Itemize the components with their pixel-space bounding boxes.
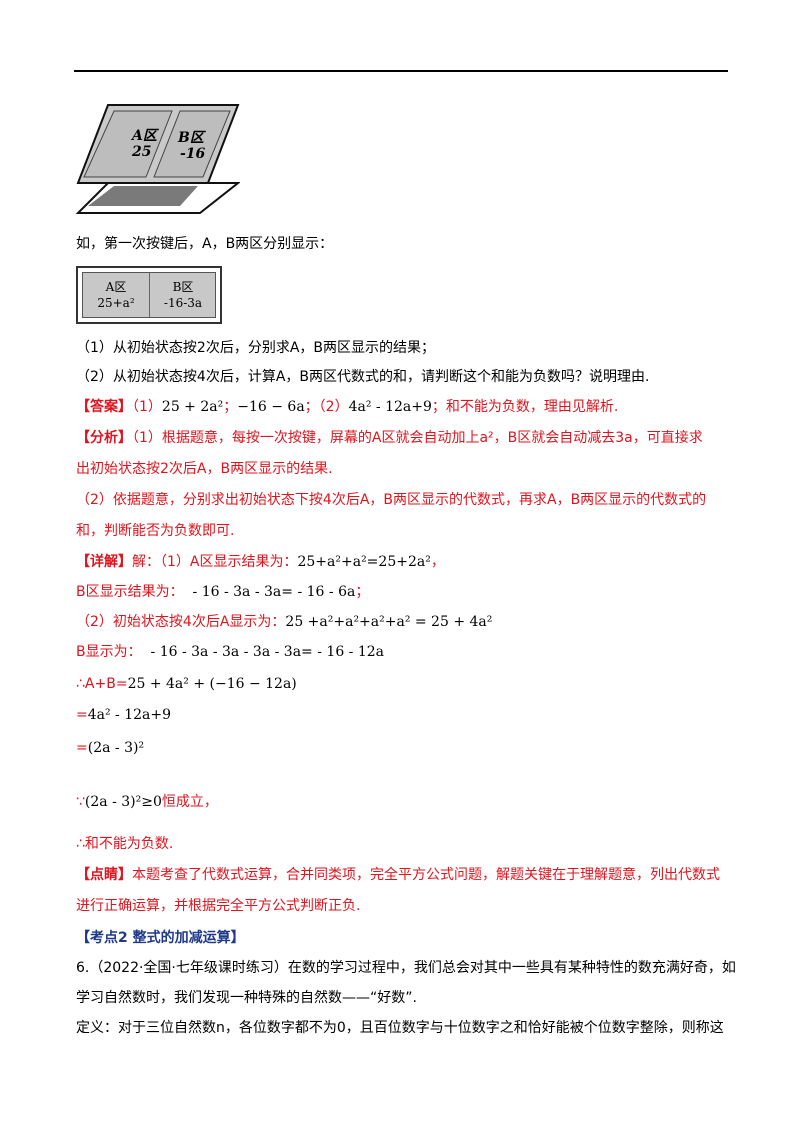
detail-math-2: - 16 - 3a - 3a= - 16 - 6a [192, 584, 356, 600]
problem-6-line-1: 6.（2022·全国·七年级课时练习）在数的学习过程中，我们总会对其中一些具有某… [76, 960, 736, 976]
figure-a-value: 25 [132, 144, 152, 160]
calculator-figure [75, 104, 240, 214]
detail-line-3: （2）初始状态按4次后A显示为：25 +a²+a²+a²+a² = 25 + 4… [76, 612, 492, 632]
answer-part1: （1） [132, 399, 162, 415]
detail-line-9: ∴和不能为负数. [76, 836, 174, 852]
detail-text-8b: 恒成立， [161, 794, 218, 810]
display-b-label: B区 [172, 280, 194, 294]
answer-b1: −16 − 6a [237, 399, 305, 415]
analysis-tag: 【分析】 [76, 430, 132, 446]
detail-line-2: B区显示结果为： - 16 - 3a - 3a= - 16 - 6a； [76, 582, 369, 602]
detail-punct-2: ； [355, 584, 370, 600]
display-a-label: A区 [105, 280, 127, 294]
answer-expr2: 4a² - 12a+9 [348, 399, 432, 415]
detail-tag: 【详解】 [76, 554, 132, 570]
detail-line-8: ∵(2a - 3)²≥0恒成立， [76, 792, 218, 812]
display-b-value: -16-3a [163, 296, 203, 310]
detail-text-1: 解：（1）A区显示结果为： [132, 554, 298, 570]
problem-6-line-3: 定义：对于三位自然数n，各位数字都不为0，且百位数字与十位数字之和恰好能被个位数… [76, 1020, 724, 1036]
detail-line-7: =(2a - 3)² [76, 738, 144, 758]
detail-math-8: (2a - 3)²≥0 [84, 794, 162, 810]
detail-text-3: （2）初始状态按4次后A显示为： [76, 614, 286, 630]
intro-text: 如，第一次按键后，A，B两区分别显示： [76, 236, 334, 252]
detail-line-5: ∴A+B=25 + 4a² + (−16 − 12a) [76, 674, 297, 694]
detail-text-8: ∵ [76, 794, 85, 810]
comment-tag: 【点睛】 [76, 867, 132, 883]
answer-a1: 25 + 2a² [161, 399, 224, 415]
detail-math-1: 25+a²+a²=25+2a² [297, 554, 431, 570]
analysis-line-1: 【分析】（1）根据题意，每按一次按键，屏幕的A区就会自动加上a²，B区就会自动减… [76, 428, 703, 448]
figure-b-value: -16 [180, 146, 206, 162]
detail-text-4: B显示为： [76, 644, 142, 660]
detail-line-6: =4a² - 12a+9 [76, 705, 171, 725]
detail-math-4: - 16 - 3a - 3a - 3a - 3a= - 16 - 12a [150, 644, 385, 660]
detail-math-7: (2a - 3)² [87, 740, 145, 756]
header-rule [74, 70, 728, 72]
answer-line: 【答案】（1）25 + 2a²；−16 − 6a；（2）4a² - 12a+9；… [76, 397, 618, 417]
answer-sep: ； [223, 399, 238, 415]
detail-math-5: 25 + 4a² + (−16 − 12a) [127, 676, 297, 692]
comment-line-2: 进行正确运算，并根据完全平方公式判断正负. [76, 898, 361, 914]
detail-text-5: ∴A+B= [76, 676, 128, 692]
display-box: A区 25+a² B区 -16-3a [76, 266, 222, 324]
detail-math-6: 4a² - 12a+9 [87, 707, 172, 723]
problem-6-line-2: 学习自然数时，我们发现一种特殊的自然数——“好数”. [76, 990, 417, 1006]
answer-rest: ；和不能为负数，理由见解析. [431, 399, 619, 415]
detail-text-2: B区显示结果为： [76, 584, 184, 600]
analysis-line-2: 出初始状态按2次后A，B两区显示的结果. [76, 461, 333, 477]
answer-tag: 【答案】 [76, 399, 132, 415]
question-2: （2）从初始状态按4次后，计算A，B两区代数式的和，请判断这个和能为负数吗？说明… [76, 369, 650, 385]
comment-text-1: 本题考查了代数式运算，合并同类项，完全平方公式问题，解题关键在于理解题意，列出代… [132, 867, 720, 883]
analysis-line-3: （2）依据题意，分别求出初始状态下按4次后A，B两区显示的代数式，再求A，B两区… [76, 492, 707, 508]
detail-text-7: = [76, 740, 88, 756]
detail-line-1: 【详解】解：（1）A区显示结果为：25+a²+a²=25+2a²， [76, 552, 445, 572]
detail-math-3: 25 +a²+a²+a²+a² = 25 + 4a² [285, 614, 493, 630]
figure-a-label: A区 [132, 128, 157, 144]
comment-line-1: 【点睛】本题考查了代数式运算，合并同类项，完全平方公式问题，解题关键在于理解题意… [76, 865, 720, 885]
detail-text-6: = [76, 707, 88, 723]
figure-b-label: B区 [178, 130, 204, 146]
section-heading: 【考点2 整式的加减运算】 [76, 930, 245, 946]
question-1: （1）从初始状态按2次后，分别求A，B两区显示的结果； [76, 340, 435, 356]
detail-punct-1: ， [430, 554, 445, 570]
answer-sep2: ；（2） [304, 399, 349, 415]
analysis-text-1: （1）根据题意，每按一次按键，屏幕的A区就会自动加上a²，B区就会自动减去3a，… [132, 430, 703, 446]
detail-line-4: B显示为： - 16 - 3a - 3a - 3a - 3a= - 16 - 1… [76, 642, 384, 662]
display-a-value: 25+a² [97, 296, 135, 310]
analysis-line-4: 和，判断能否为负数即可. [76, 523, 235, 539]
